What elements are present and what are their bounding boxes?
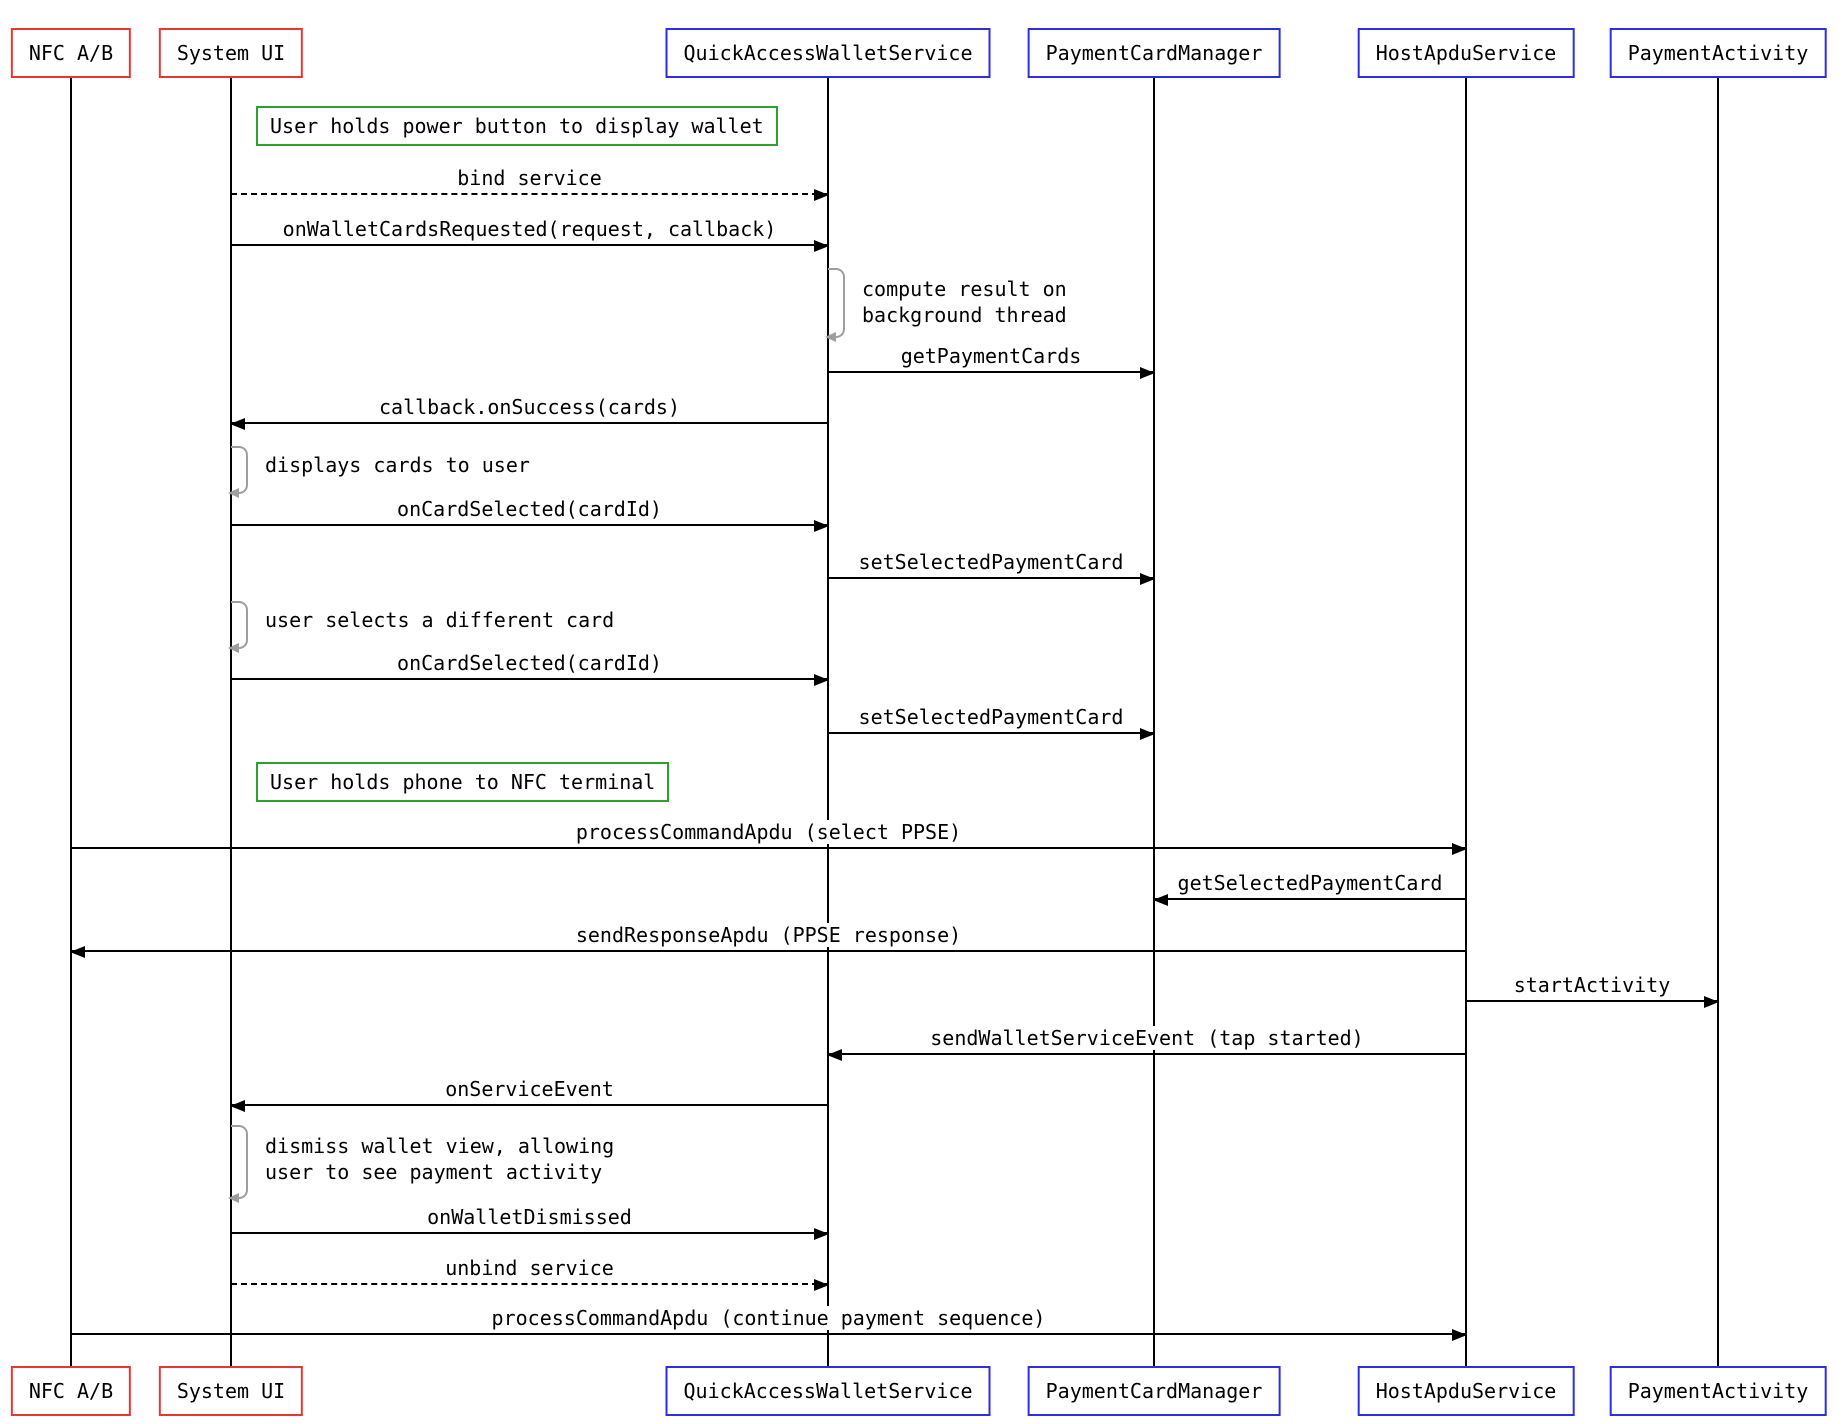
message-sendwalletserviceevent: sendWalletServiceEvent (tap started) [827,1026,1466,1061]
actor-bottom-nfc-ab: NFC A/B [10,1366,132,1416]
lifeline-system-ui [230,78,232,1366]
message-oncardselected-2: onCardSelected(cardId) [231,651,829,686]
actor-bottom-system-ui: System UI [158,1366,304,1416]
arrow-line [230,418,828,430]
lifeline-quickaccesswalletservice [827,78,829,1366]
self-call-bracket [228,1125,248,1203]
message-label: onWalletDismissed [231,1205,828,1229]
message-onwalletdismissed: onWalletDismissed [231,1205,829,1240]
message-label: getPaymentCards [828,344,1154,368]
arrow-line [1466,996,1719,1008]
arrow-line [1153,894,1466,906]
actor-bottom-paymentcardmanager: PaymentCardManager [1027,1366,1281,1416]
message-label: sendWalletServiceEvent (tap started) [828,1026,1466,1050]
self-call-text: dismiss wallet view, allowing user to se… [265,1133,615,1185]
message-label: callback.onSuccess(cards) [231,395,828,419]
actor-top-hostapduservice: HostApduService [1357,28,1575,78]
arrow-line [828,728,1155,740]
actor-top-nfc-ab: NFC A/B [10,28,132,78]
arrow-line [231,674,829,686]
arrow-line [827,1049,1466,1061]
message-label: bind service [231,166,828,190]
arrow-line [71,843,1467,855]
message-onserviceevent: onServiceEvent [230,1077,828,1112]
message-label: onCardSelected(cardId) [231,497,828,521]
arrow-line [230,1100,828,1112]
message-sendresponseapdu-ppse: sendResponseApdu (PPSE response) [70,923,1466,958]
actor-top-quickaccesswalletservice: QuickAccessWalletService [665,28,991,78]
self-call-bracket [228,601,248,653]
note-user-holds-power-button: User holds power button to display walle… [256,106,778,146]
message-label: unbind service [231,1256,828,1280]
arrow-line [71,1329,1467,1341]
lifeline-nfc-ab [70,78,72,1366]
arrow-line [231,240,829,252]
message-label: processCommandApdu (select PPSE) [71,820,1466,844]
actor-top-paymentcardmanager: PaymentCardManager [1027,28,1281,78]
message-bind-service: bind service [231,166,829,201]
message-label: onCardSelected(cardId) [231,651,828,675]
message-label: startActivity [1466,973,1718,997]
message-getselectedpaymentcard: getSelectedPaymentCard [1153,871,1466,906]
self-call-text: user selects a different card [265,607,615,633]
arrow-line [231,1228,829,1240]
message-processcommandapdu-select-ppse: processCommandApdu (select PPSE) [71,820,1467,855]
message-startactivity: startActivity [1466,973,1719,1008]
self-call-text: compute result on background thread [862,276,1067,328]
actor-top-system-ui: System UI [158,28,304,78]
message-setselectedpaymentcard-1: setSelectedPaymentCard [828,550,1155,585]
arrow-line [231,1279,829,1291]
actor-bottom-quickaccesswalletservice: QuickAccessWalletService [665,1366,991,1416]
message-label: onServiceEvent [231,1077,828,1101]
message-label: setSelectedPaymentCard [828,550,1154,574]
message-callback-onsuccess: callback.onSuccess(cards) [230,395,828,430]
message-unbind-service: unbind service [231,1256,829,1291]
self-call-bracket [825,268,845,342]
self-call-bracket [228,446,248,498]
lifeline-hostapduservice [1465,78,1467,1366]
self-call-text: displays cards to user [265,452,530,478]
message-onwalletcardsrequested: onWalletCardsRequested(request, callback… [231,217,829,252]
arrow-line [828,367,1155,379]
message-getpaymentcards: getPaymentCards [828,344,1155,379]
message-label: processCommandApdu (continue payment seq… [71,1306,1466,1330]
actor-top-paymentactivity: PaymentActivity [1609,28,1827,78]
arrow-line [231,189,829,201]
actor-bottom-hostapduservice: HostApduService [1357,1366,1575,1416]
message-label: onWalletCardsRequested(request, callback… [231,217,828,241]
message-oncardselected-1: onCardSelected(cardId) [231,497,829,532]
message-label: setSelectedPaymentCard [828,705,1154,729]
message-label: sendResponseApdu (PPSE response) [71,923,1466,947]
message-label: getSelectedPaymentCard [1154,871,1466,895]
arrow-line [231,520,829,532]
lifeline-paymentcardmanager [1153,78,1155,1366]
arrow-line [70,946,1466,958]
message-setselectedpaymentcard-2: setSelectedPaymentCard [828,705,1155,740]
arrow-line [828,573,1155,585]
message-processcommandapdu-continue: processCommandApdu (continue payment seq… [71,1306,1467,1341]
actor-bottom-paymentactivity: PaymentActivity [1609,1366,1827,1416]
lifeline-paymentactivity [1717,78,1719,1366]
note-user-holds-phone-nfc: User holds phone to NFC terminal [256,762,670,802]
